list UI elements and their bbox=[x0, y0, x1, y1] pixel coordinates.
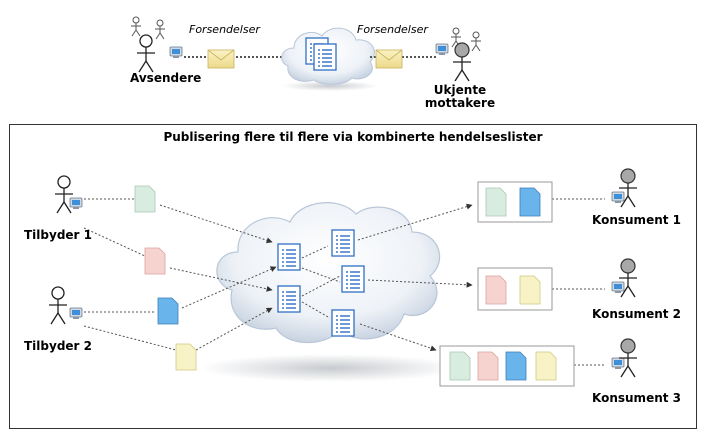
panel-title: Publisering flere til flere via kombiner… bbox=[163, 130, 543, 144]
doc-red-icon bbox=[477, 351, 499, 381]
sender-small-icon bbox=[154, 19, 166, 40]
left-flow-label: Forsendelser bbox=[189, 23, 260, 36]
connection-lines bbox=[83, 198, 605, 366]
provider-1-label: Tilbyder 1 bbox=[24, 228, 92, 242]
event-list-icon bbox=[313, 43, 337, 71]
receivers-label-line1: Ukjente bbox=[433, 83, 487, 97]
publishing-panel bbox=[9, 124, 697, 429]
envelope-icon bbox=[375, 49, 403, 69]
doc-yellow-icon bbox=[519, 275, 541, 305]
receiver-person-icon bbox=[452, 42, 472, 82]
senders-label: Avsendere bbox=[130, 71, 202, 85]
consumer-1-label: Konsument 1 bbox=[592, 213, 682, 227]
doc-green-icon bbox=[449, 351, 471, 381]
provider-2-label: Tilbyder 2 bbox=[24, 339, 92, 353]
doc-blue-icon bbox=[505, 351, 527, 381]
doc-green-icon bbox=[485, 187, 507, 217]
receiver-small-icon bbox=[470, 31, 482, 52]
consumer-1-box bbox=[477, 181, 553, 223]
doc-red-icon bbox=[144, 247, 166, 275]
doc-blue-icon bbox=[157, 297, 179, 325]
consumer-2-box bbox=[477, 267, 553, 311]
right-flow-label: Forsendelser bbox=[357, 23, 428, 36]
consumer-3-box bbox=[439, 345, 575, 387]
sender-small-icon bbox=[130, 16, 142, 37]
computer-icon bbox=[435, 43, 449, 56]
receivers-label: Ukjente mottakere bbox=[420, 84, 500, 110]
doc-blue-icon bbox=[519, 187, 541, 217]
doc-red-icon bbox=[485, 275, 507, 305]
top-cloud bbox=[281, 27, 378, 91]
doc-yellow-icon bbox=[535, 351, 557, 381]
envelope-icon bbox=[207, 49, 235, 69]
top-senders-group bbox=[130, 16, 183, 73]
sender-person-icon bbox=[136, 34, 156, 73]
computer-icon bbox=[169, 46, 183, 59]
provider-documents bbox=[134, 185, 197, 371]
receivers-label-line2: mottakere bbox=[424, 96, 496, 110]
doc-yellow-icon bbox=[175, 343, 197, 371]
top-receivers-group bbox=[435, 27, 482, 82]
doc-green-icon bbox=[134, 185, 156, 213]
consumer-3-label: Konsument 3 bbox=[592, 391, 682, 405]
consumer-2-label: Konsument 2 bbox=[592, 307, 682, 321]
